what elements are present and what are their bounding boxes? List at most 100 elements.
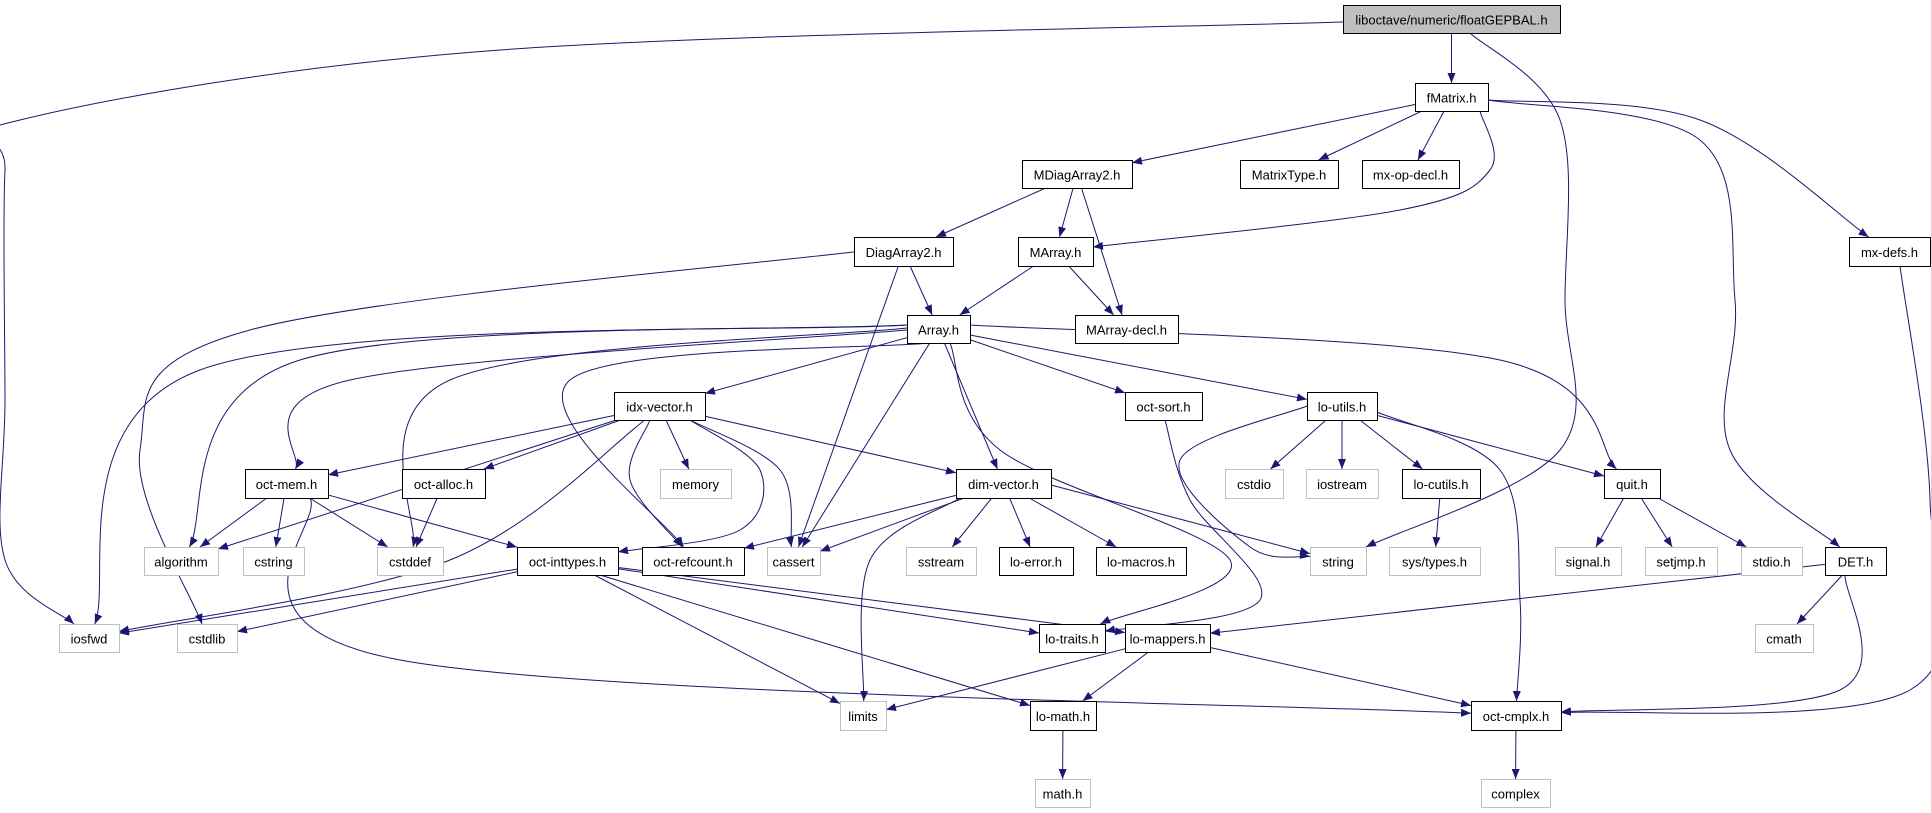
node-loutils[interactable]: lo-utils.h: [1307, 392, 1378, 421]
edge-mxdefs-to-octcmplx: [1560, 265, 1931, 716]
node-box: [377, 547, 444, 576]
node-box: [1389, 547, 1481, 576]
node-box: [1645, 547, 1718, 576]
node-octalloc[interactable]: oct-alloc.h: [402, 469, 486, 499]
node-MArraydecl[interactable]: MArray-decl.h: [1075, 315, 1179, 344]
edge-line: [402, 327, 908, 548]
node-MatrixType[interactable]: MatrixType.h: [1240, 160, 1339, 189]
node-label: cstdlib: [189, 632, 226, 647]
node-fMatrix[interactable]: fMatrix.h: [1415, 83, 1489, 112]
edge-line: [1487, 99, 1841, 548]
node-box: [1307, 392, 1378, 421]
edge-quit-to-signal: [1595, 497, 1625, 548]
node-box: [1604, 469, 1661, 499]
node-label: liboctave/numeric/floatGEPBAL.h: [1355, 13, 1547, 28]
node-label: fMatrix.h: [1427, 91, 1477, 106]
edge-line: [188, 324, 908, 548]
node-label: stdio.h: [1752, 555, 1790, 570]
edge-line: [94, 324, 908, 625]
node-octcmplx[interactable]: oct-cmplx.h: [1471, 701, 1562, 731]
node-box: [1343, 5, 1561, 34]
node-label: memory: [672, 477, 719, 492]
edge-line: [935, 187, 1046, 238]
edge-line: [1209, 646, 1472, 708]
node-label: oct-inttypes.h: [529, 555, 606, 570]
node-systypes: sys/types.h: [1389, 547, 1481, 576]
node-box: [59, 624, 120, 653]
node-label: idx-vector.h: [626, 400, 692, 415]
node-label: MArray.h: [1030, 245, 1082, 260]
edge-line: [1050, 484, 1311, 555]
node-quit[interactable]: quit.h: [1604, 469, 1661, 499]
node-lomappers[interactable]: lo-mappers.h: [1125, 624, 1211, 653]
node-lotraits[interactable]: lo-traits.h: [1039, 624, 1106, 653]
node-box: [614, 392, 706, 421]
node-box: [1755, 624, 1814, 653]
edge-line: [704, 415, 957, 475]
edge-Array-to-algorithm: [188, 324, 908, 548]
node-label: dim-vector.h: [968, 477, 1039, 492]
node-lomath[interactable]: lo-math.h: [1030, 701, 1097, 731]
edge-idxvector-to-octinttypes: [617, 419, 765, 555]
node-locutils[interactable]: lo-cutils.h: [1402, 469, 1481, 499]
edge-idxvector-to-memory: [665, 419, 690, 470]
node-Array[interactable]: Array.h: [907, 315, 971, 344]
edge-line: [1131, 104, 1416, 165]
edge-line: [704, 337, 908, 395]
edge-MArray-to-MArraydecl: [1068, 265, 1115, 316]
edge-dimvector-to-cassert: [819, 497, 965, 552]
node-complex: complex: [1481, 779, 1551, 808]
edge-line: [1028, 497, 1117, 548]
edge-line: [1365, 32, 1577, 548]
node-cstdlib: cstdlib: [177, 624, 238, 653]
node-octrefcount[interactable]: oct-refcount.h: [642, 547, 745, 576]
edge-Array-to-loutils: [969, 334, 1308, 402]
node-iostream: iostream: [1306, 469, 1379, 499]
edge-dimvector-to-octrefcount: [743, 494, 957, 550]
node-mxopdecl[interactable]: mx-op-decl.h: [1362, 160, 1460, 189]
edge-fMatrix-to-MArray: [1092, 110, 1495, 250]
edge-idxvector-to-iosfwd: [118, 419, 646, 634]
node-octsort[interactable]: oct-sort.h: [1125, 392, 1203, 421]
edge-line: [1595, 497, 1625, 548]
node-root[interactable]: liboctave/numeric/floatGEPBAL.h: [1343, 5, 1561, 34]
edge-line: [1359, 419, 1423, 470]
edge-MArray-to-Array: [959, 265, 1034, 316]
edge-Array-to-octsort: [969, 339, 1126, 394]
edge-line: [1376, 411, 1522, 702]
node-box: [1039, 624, 1106, 653]
edge-MDiagArray2-to-MArray: [1058, 187, 1074, 238]
node-lomacros[interactable]: lo-macros.h: [1096, 547, 1187, 576]
node-label: MArray-decl.h: [1086, 323, 1167, 338]
edge-line: [1009, 497, 1031, 548]
node-MArray[interactable]: MArray.h: [1018, 237, 1094, 267]
node-cmath: cmath: [1755, 624, 1814, 653]
edge-dimvector-to-lomacros: [1028, 497, 1117, 548]
edge-line: [959, 265, 1034, 316]
node-octinttypes[interactable]: oct-inttypes.h: [517, 547, 619, 576]
node-loerror[interactable]: lo-error.h: [999, 547, 1074, 576]
node-DiagArray2[interactable]: DiagArray2.h: [854, 237, 954, 267]
node-box: [1125, 624, 1211, 653]
node-box: [1310, 547, 1367, 576]
node-label: limits: [848, 709, 878, 724]
node-mxdefs[interactable]: mx-defs.h: [1849, 237, 1931, 267]
node-stdio: stdio.h: [1741, 547, 1803, 576]
node-setjmp: setjmp.h: [1645, 547, 1718, 576]
edge-octsort-to-lotraits: [1104, 419, 1263, 634]
node-label: oct-mem.h: [256, 477, 317, 492]
node-idxvector[interactable]: idx-vector.h: [614, 392, 706, 421]
node-box: [1030, 701, 1097, 731]
edges-layer: [0, 21, 1931, 780]
node-MDiagArray2[interactable]: MDiagArray2.h: [1022, 160, 1133, 189]
node-box: [660, 469, 732, 499]
node-dimvector[interactable]: dim-vector.h: [956, 469, 1052, 499]
node-DET[interactable]: DET.h: [1825, 547, 1887, 576]
node-octmem[interactable]: oct-mem.h: [245, 469, 329, 499]
node-box: [1225, 469, 1284, 499]
node-box: [177, 624, 238, 653]
edge-DiagArray2-to-cstdlib: [138, 249, 871, 625]
edge-octinttypes-to-lotraits: [617, 568, 1040, 636]
edge-line: [1058, 187, 1074, 238]
